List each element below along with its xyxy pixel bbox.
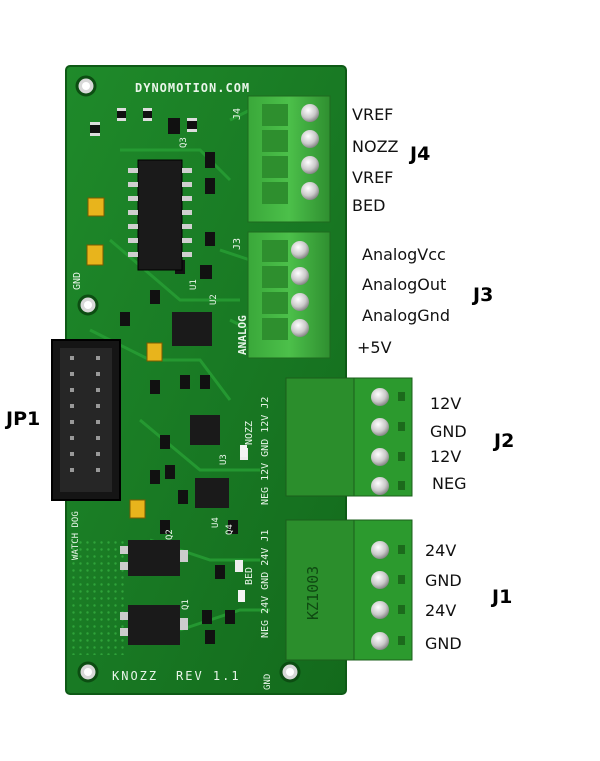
j2-pin-4-label: NEG <box>432 474 467 493</box>
connector-j4-label: J4 <box>410 143 431 165</box>
silk-q3: Q3 <box>179 137 189 148</box>
silk-j2-pins: NEG 12V GND 12V J2 <box>260 397 271 505</box>
j2-pin-2-label: GND <box>430 422 467 441</box>
silk-nozz: NOZZ <box>244 421 255 445</box>
capacitor-c5 <box>146 342 163 362</box>
ic-u1 <box>128 159 192 271</box>
silk-bed: BED <box>244 567 255 585</box>
terminal-block-j4 <box>247 95 331 223</box>
capacitor-c2 <box>87 197 105 217</box>
connector-jp1-label: JP1 <box>6 408 41 430</box>
capacitor-c1 <box>86 244 104 266</box>
terminal-block-j1: KZ1003 <box>285 519 413 661</box>
silk-j1-pins: NEG 24V GND 24V J1 <box>260 530 271 638</box>
silk-watchdog: WATCH DOG <box>71 511 81 560</box>
led-bed <box>238 590 245 602</box>
connector-j3-label: J3 <box>473 284 494 306</box>
silk-bottom-gnd: GND <box>263 674 273 690</box>
brand-silk: DYNOMOTION.COM <box>135 81 250 95</box>
j2-pin-1-label: 12V <box>430 394 462 413</box>
j4-pin-1-label: VREF <box>352 105 394 124</box>
j1-pin-1-label: 24V <box>425 541 457 560</box>
j3-pin-4-label: +5V <box>357 338 392 357</box>
led-nozz <box>240 445 247 457</box>
connector-j1-label: J1 <box>492 586 513 608</box>
board-name-silk: KNOZZ <box>112 669 158 683</box>
ic-u4 <box>195 478 229 508</box>
silk-u2: U2 <box>209 294 219 305</box>
silk-q2: Q2 <box>165 529 175 540</box>
capacitor-c6 <box>129 499 146 519</box>
silk-q1: Q1 <box>181 599 191 610</box>
board-revision-silk: REV 1.1 <box>176 669 241 683</box>
mounting-holes <box>75 75 301 683</box>
silk-u1: U1 <box>189 279 199 290</box>
j1-pin-2-label: GND <box>425 571 462 590</box>
ic-u2 <box>172 312 212 346</box>
j1-pin-3-label: 24V <box>425 601 457 620</box>
smd-components <box>90 108 248 644</box>
relay-marking: KZ1003 <box>304 566 322 620</box>
mosfet-q2 <box>120 540 188 576</box>
silk-u4: U4 <box>211 517 221 528</box>
j4-pin-3-label: VREF <box>352 168 394 187</box>
j3-pin-1-label: AnalogVcc <box>362 245 446 264</box>
silk-analog: ANALOG <box>236 315 249 355</box>
j3-pin-3-label: AnalogGnd <box>362 306 450 325</box>
terminal-block-j3 <box>247 231 331 359</box>
mosfet-q1 <box>120 605 188 645</box>
silk-gnd: GND <box>72 272 83 290</box>
j4-pin-4-label: BED <box>352 196 386 215</box>
silk-q4: Q4 <box>225 524 235 535</box>
j2-pin-3-label: 12V <box>430 447 462 466</box>
silk-u3: U3 <box>219 454 229 465</box>
j3-pin-2-label: AnalogOut <box>362 275 447 294</box>
j1-pin-4-label: GND <box>425 634 462 653</box>
connector-j2-label: J2 <box>494 430 515 452</box>
j4-pin-2-label: NOZZ <box>352 137 399 156</box>
ic-u3 <box>190 415 220 445</box>
silk-j3: J3 <box>232 238 243 250</box>
silk-j4: J4 <box>232 108 243 120</box>
terminal-block-j2 <box>285 377 413 497</box>
jp1-header <box>51 339 121 501</box>
